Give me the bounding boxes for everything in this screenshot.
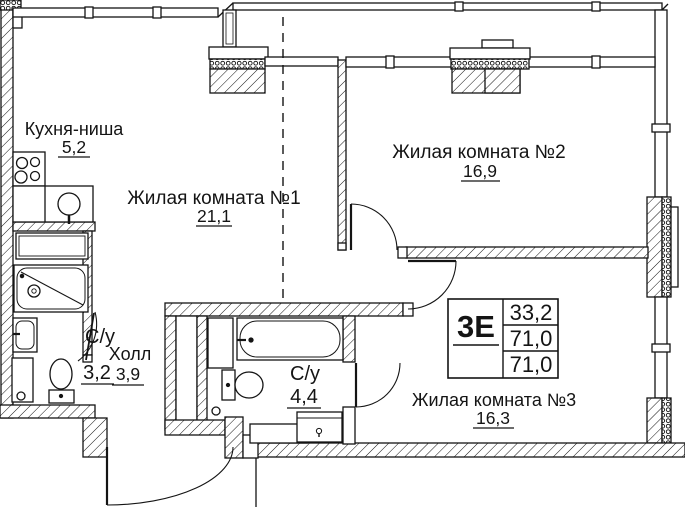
bath2-fixtures (207, 317, 344, 443)
hall-label: Холл (109, 344, 151, 364)
right-pier-2 (646, 397, 663, 444)
living-area-value: 33,2 (510, 300, 553, 325)
kitchen-area: 5,2 (62, 137, 86, 157)
wall-cavity (175, 315, 198, 431)
bath2-right-wall (342, 315, 356, 363)
burner (15, 156, 29, 170)
shaft-box (208, 46, 269, 60)
window-sill-mark (651, 343, 671, 353)
toilet-2-button (225, 382, 231, 388)
toilet-2-bowl (234, 371, 264, 399)
bath2-area: 4,4 (290, 386, 318, 408)
cabinet-knob (16, 391, 26, 401)
kitchen-label: Кухня-ниша (25, 119, 125, 139)
tap-dot (19, 273, 25, 279)
pilaster-box (449, 47, 531, 60)
window-mullion (591, 55, 601, 69)
entrance-lintel (164, 419, 226, 436)
bath1-area: 3,2 (83, 362, 111, 384)
hall-right-wall (164, 315, 177, 431)
bathtub-diagonal (20, 271, 84, 306)
room1-label: Жилая комната №1 (127, 188, 300, 209)
top-window-wall (12, 7, 219, 18)
room2-label: Жилая комната №2 (392, 142, 565, 163)
vent-duct-inner (225, 12, 234, 45)
room3-area: 16,3 (476, 408, 510, 428)
entrance-left-pier (82, 417, 108, 458)
pilaster-step (481, 39, 514, 49)
room2-bottom-wall (405, 246, 649, 259)
burner (29, 156, 41, 168)
corner-insulation (0, 0, 22, 11)
rail-mullion (454, 1, 464, 12)
apartment-type: 3Е (457, 309, 495, 344)
kitchen-bath-wall (12, 221, 96, 232)
room1-room2-wall (337, 59, 347, 251)
kitchen-sink (57, 192, 81, 216)
room3-door-arc (407, 260, 457, 310)
bath2-label: С/у (290, 363, 320, 385)
window-mullion (152, 6, 162, 19)
interior-walls (0, 9, 656, 507)
pilaster-insulation (450, 58, 530, 70)
toilet-1-bowl (49, 358, 73, 390)
doors (77, 203, 457, 506)
pilaster-hatch-dense (484, 68, 521, 94)
balcony-rail (232, 2, 663, 11)
cabinet (11, 357, 34, 403)
wall-cap (337, 242, 347, 251)
room2-door-arc (350, 203, 398, 251)
floor-drain (211, 406, 221, 416)
entrance-door-arc (106, 446, 234, 506)
total-area-value: 71,0 (510, 352, 553, 377)
window-mullion (385, 55, 395, 69)
room2-area: 16,9 (463, 161, 497, 181)
link-wall (264, 56, 339, 67)
entrance-right-pier (224, 416, 244, 459)
right-pier-1-insulation (661, 196, 672, 298)
area-value: 71,0 (510, 326, 553, 351)
bath1-fixtures (11, 232, 89, 404)
left-wall (0, 7, 14, 419)
washing-machine (296, 411, 343, 443)
info-box: 3Е 33,2 71,0 71,0 (447, 298, 559, 379)
stove (12, 151, 46, 187)
bath2-right-stub (342, 406, 356, 445)
burner (29, 170, 41, 182)
room3-label: Жилая комната №3 (412, 390, 576, 410)
room1-area: 21,1 (197, 206, 231, 226)
window-mullion (84, 6, 94, 19)
kitchen-fixtures (12, 151, 94, 224)
shaft-insulation (209, 58, 266, 70)
bath1-door-arc (77, 311, 98, 362)
shaft (207, 317, 234, 369)
hall-area: 3,9 (116, 364, 140, 384)
wall-cap (397, 246, 408, 259)
bathtub-2-inner (239, 320, 341, 358)
shaft-block (209, 68, 266, 94)
bathtub-2-tap-dot (248, 337, 254, 343)
right-pier-2-insulation (661, 397, 672, 444)
window-sill-mark (651, 123, 671, 133)
bath2-left-wall (196, 315, 208, 431)
bath1-bottom-wall (0, 404, 96, 419)
rail-mullion (591, 1, 601, 12)
room-labels: Кухня-ниша 5,2 Жилая комната №1 21,1 Жил… (25, 119, 576, 429)
right-pier-1-step (670, 206, 679, 288)
drain-icon-inner (31, 288, 37, 294)
right-window-top (654, 9, 668, 198)
right-pier-1 (646, 196, 663, 298)
washer-cabinet-inner (18, 235, 86, 257)
bottom-wall (247, 442, 685, 458)
bath2-top-wall (164, 302, 404, 317)
bath1-label: С/у (85, 326, 115, 348)
bath2-door-arc (355, 362, 401, 408)
washing-machine-dial (315, 427, 323, 435)
burner (14, 170, 28, 184)
toilet-1-button (58, 393, 64, 399)
kitchen-counter (12, 185, 94, 223)
